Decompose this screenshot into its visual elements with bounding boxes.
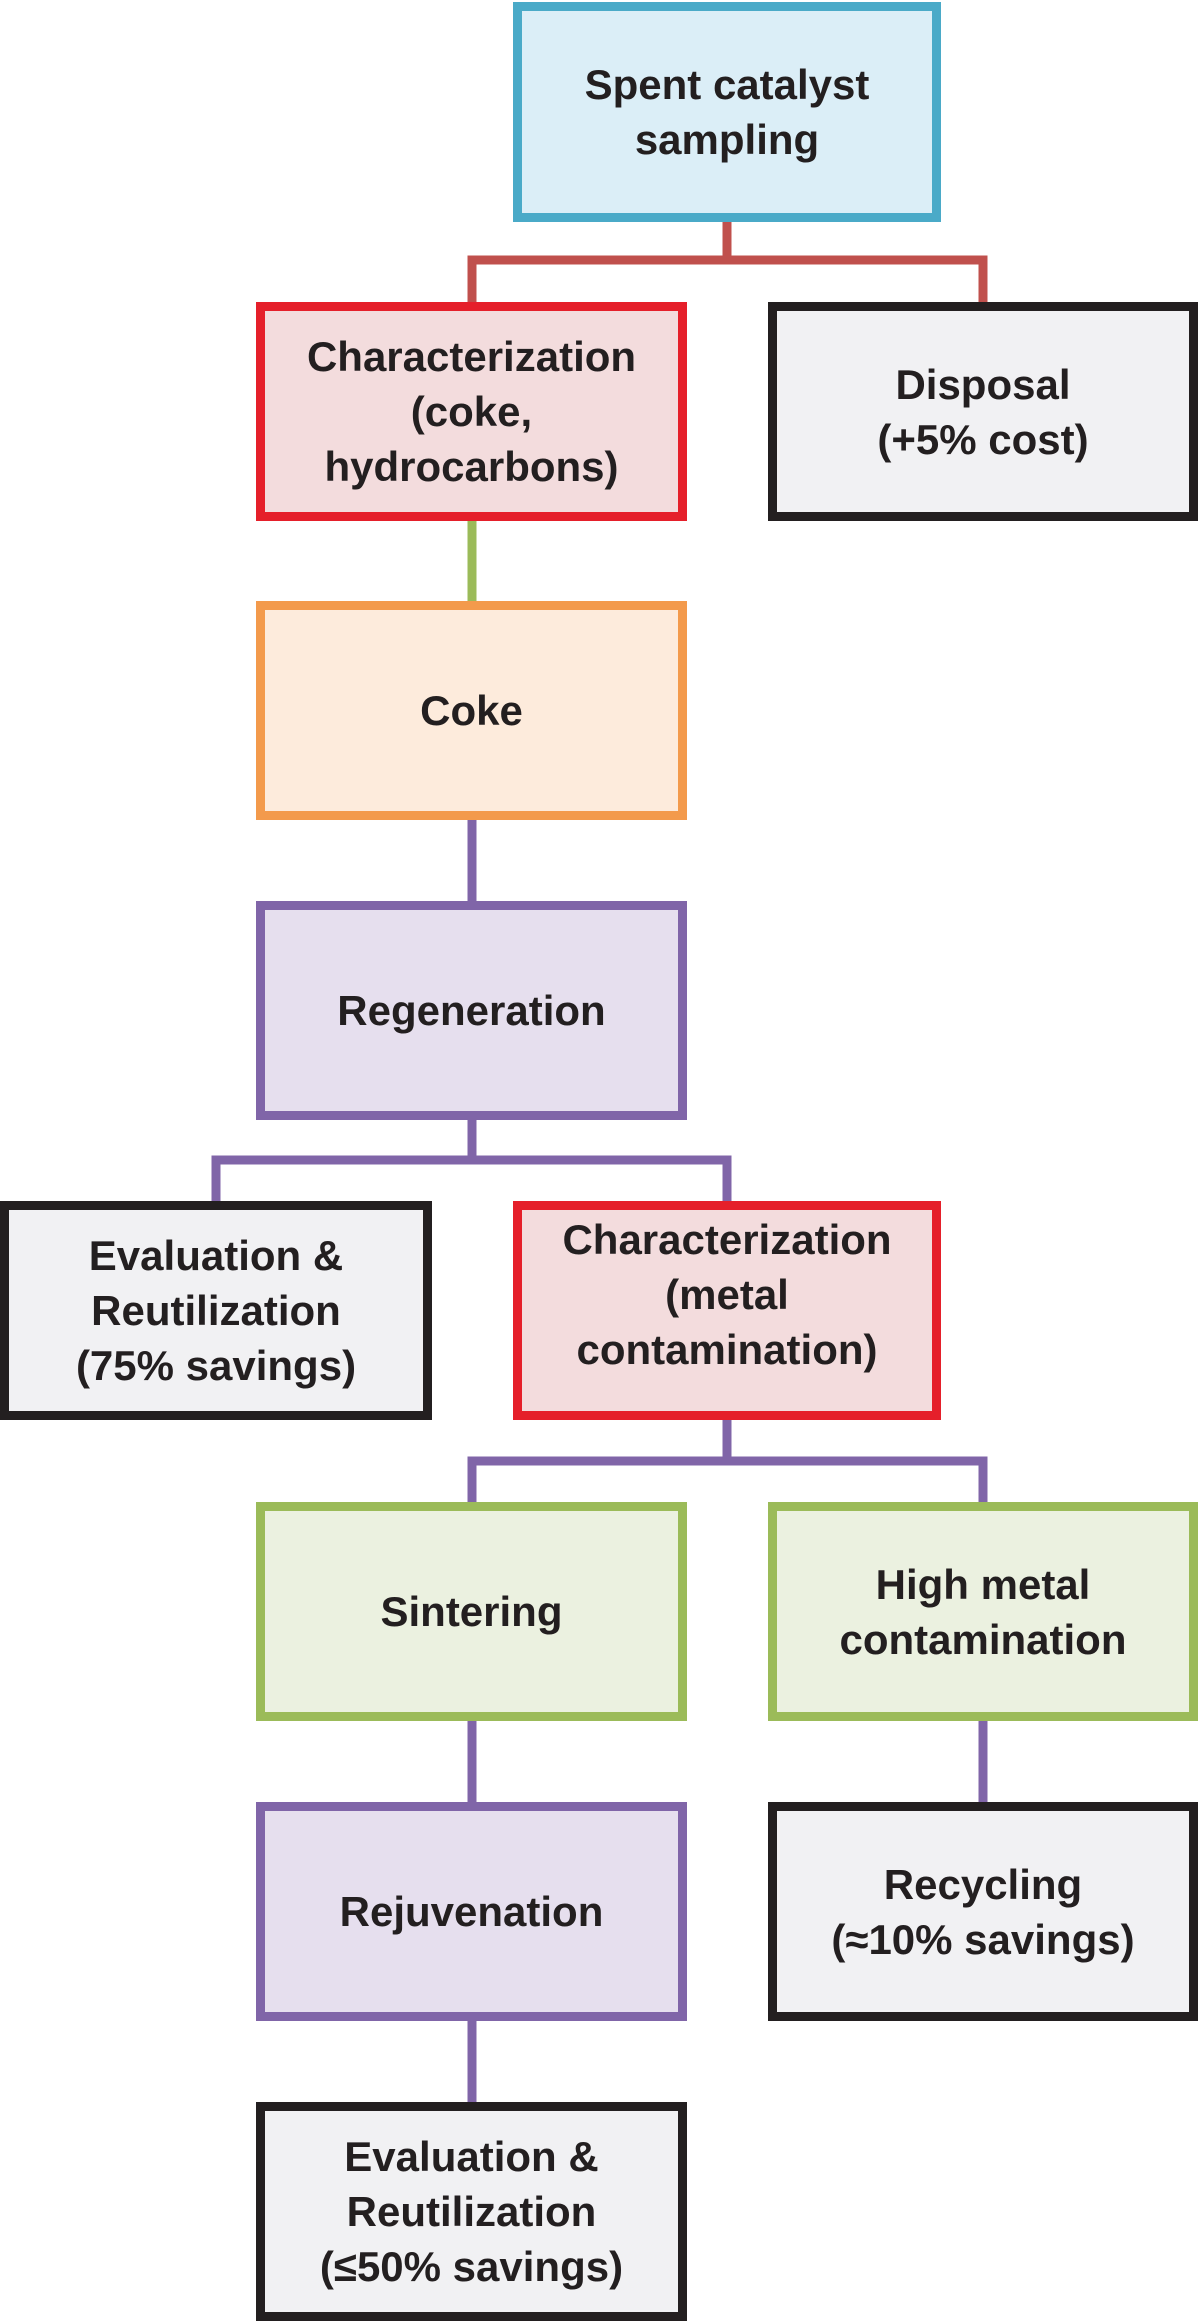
node-label: Characterization (coke, hydrocarbons) <box>306 333 637 490</box>
node-label: Coke <box>420 687 523 734</box>
node-label: Characterization (metal contamination) <box>562 1216 892 1373</box>
node-recycling: Recycling (≈10% savings) <box>768 1802 1198 2021</box>
node-label: Evaluation & Reutilization (≤50% savings… <box>319 2133 624 2290</box>
node-sintering: Sintering <box>256 1502 687 1721</box>
node-label: Disposal (+5% cost) <box>877 360 1089 463</box>
node-evaluation-reutilization-75: Evaluation & Reutilization (75% savings) <box>0 1201 432 1420</box>
node-label: Spent catalyst sampling <box>584 61 870 163</box>
node-label: High metal contamination <box>839 1560 1127 1663</box>
node-high-metal-contamination: High metal contamination <box>768 1502 1198 1721</box>
node-coke: Coke <box>256 601 687 820</box>
node-label: Sintering <box>380 1588 563 1635</box>
node-label: Recycling (≈10% savings) <box>831 1860 1135 1963</box>
node-characterization-coke: Characterization (coke, hydrocarbons) <box>256 302 687 521</box>
node-rejuvenation: Rejuvenation <box>256 1802 687 2021</box>
node-label: Rejuvenation <box>339 1888 604 1935</box>
connector-sampling-branch <box>467 222 988 302</box>
node-evaluation-reutilization-50: Evaluation & Reutilization (≤50% savings… <box>256 2102 687 2321</box>
node-regeneration: Regeneration <box>256 901 687 1120</box>
node-disposal: Disposal (+5% cost) <box>768 302 1198 521</box>
connector-regeneration-branch <box>211 1120 732 1201</box>
node-spent-catalyst-sampling: Spent catalyst sampling <box>513 2 941 222</box>
node-characterization-metal: Characterization (metal contamination) <box>513 1201 941 1420</box>
connector-metal-branch <box>467 1420 988 1502</box>
node-label: Evaluation & Reutilization (75% savings) <box>75 1232 357 1389</box>
node-label: Regeneration <box>337 987 606 1034</box>
